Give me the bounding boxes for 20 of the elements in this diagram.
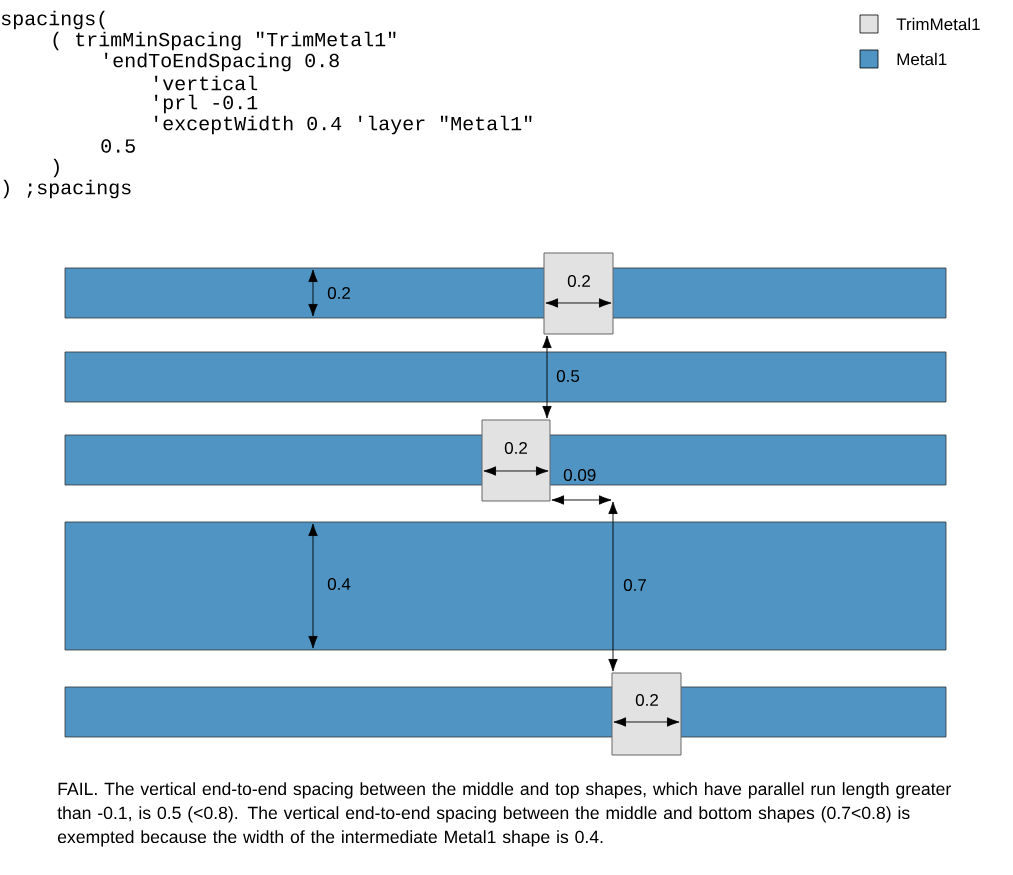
- dimension-label: 0.4: [327, 578, 351, 590]
- code-line: 'exceptWidth 0.4 'layer "Metal1": [155, 115, 532, 135]
- code-line: spacings(: [1, 10, 105, 30]
- code-line: 'prl -0.1: [155, 94, 258, 114]
- dimension-label: 0.2: [327, 287, 350, 299]
- code-line: ( trimMinSpacing "TrimMetal1": [53, 31, 396, 51]
- dimension-label: 0.2: [635, 694, 658, 706]
- code-line: ): [53, 158, 59, 178]
- dimension-label: 0.7: [623, 579, 646, 591]
- code-line: 'endToEndSpacing 0.8: [105, 52, 339, 72]
- legend-label: Metal1: [897, 52, 947, 66]
- code-line: ) ;spacings: [3, 179, 131, 199]
- code-line: 'vertical: [155, 75, 258, 91]
- dimension-label: 0.2: [504, 442, 527, 454]
- dimension-label: 0.09: [563, 469, 596, 481]
- dimension-label: 0.2: [567, 275, 590, 287]
- dimension-label: 0.5: [556, 370, 580, 382]
- code-line: 0.5: [101, 139, 135, 153]
- legend-label: TrimMetal1: [896, 17, 980, 31]
- caption: FAIL. The vertical end-to-end spacing between the middle and top shapes, which have parallel run length greater than -0.1, is 0.5 (<0.8). The vertical end-to-end spacing between the middle and bottom shapes (0.7<0.8) is exempted because the width of the intermediate Metal1 shape is 0.4.: [57, 782, 951, 847]
